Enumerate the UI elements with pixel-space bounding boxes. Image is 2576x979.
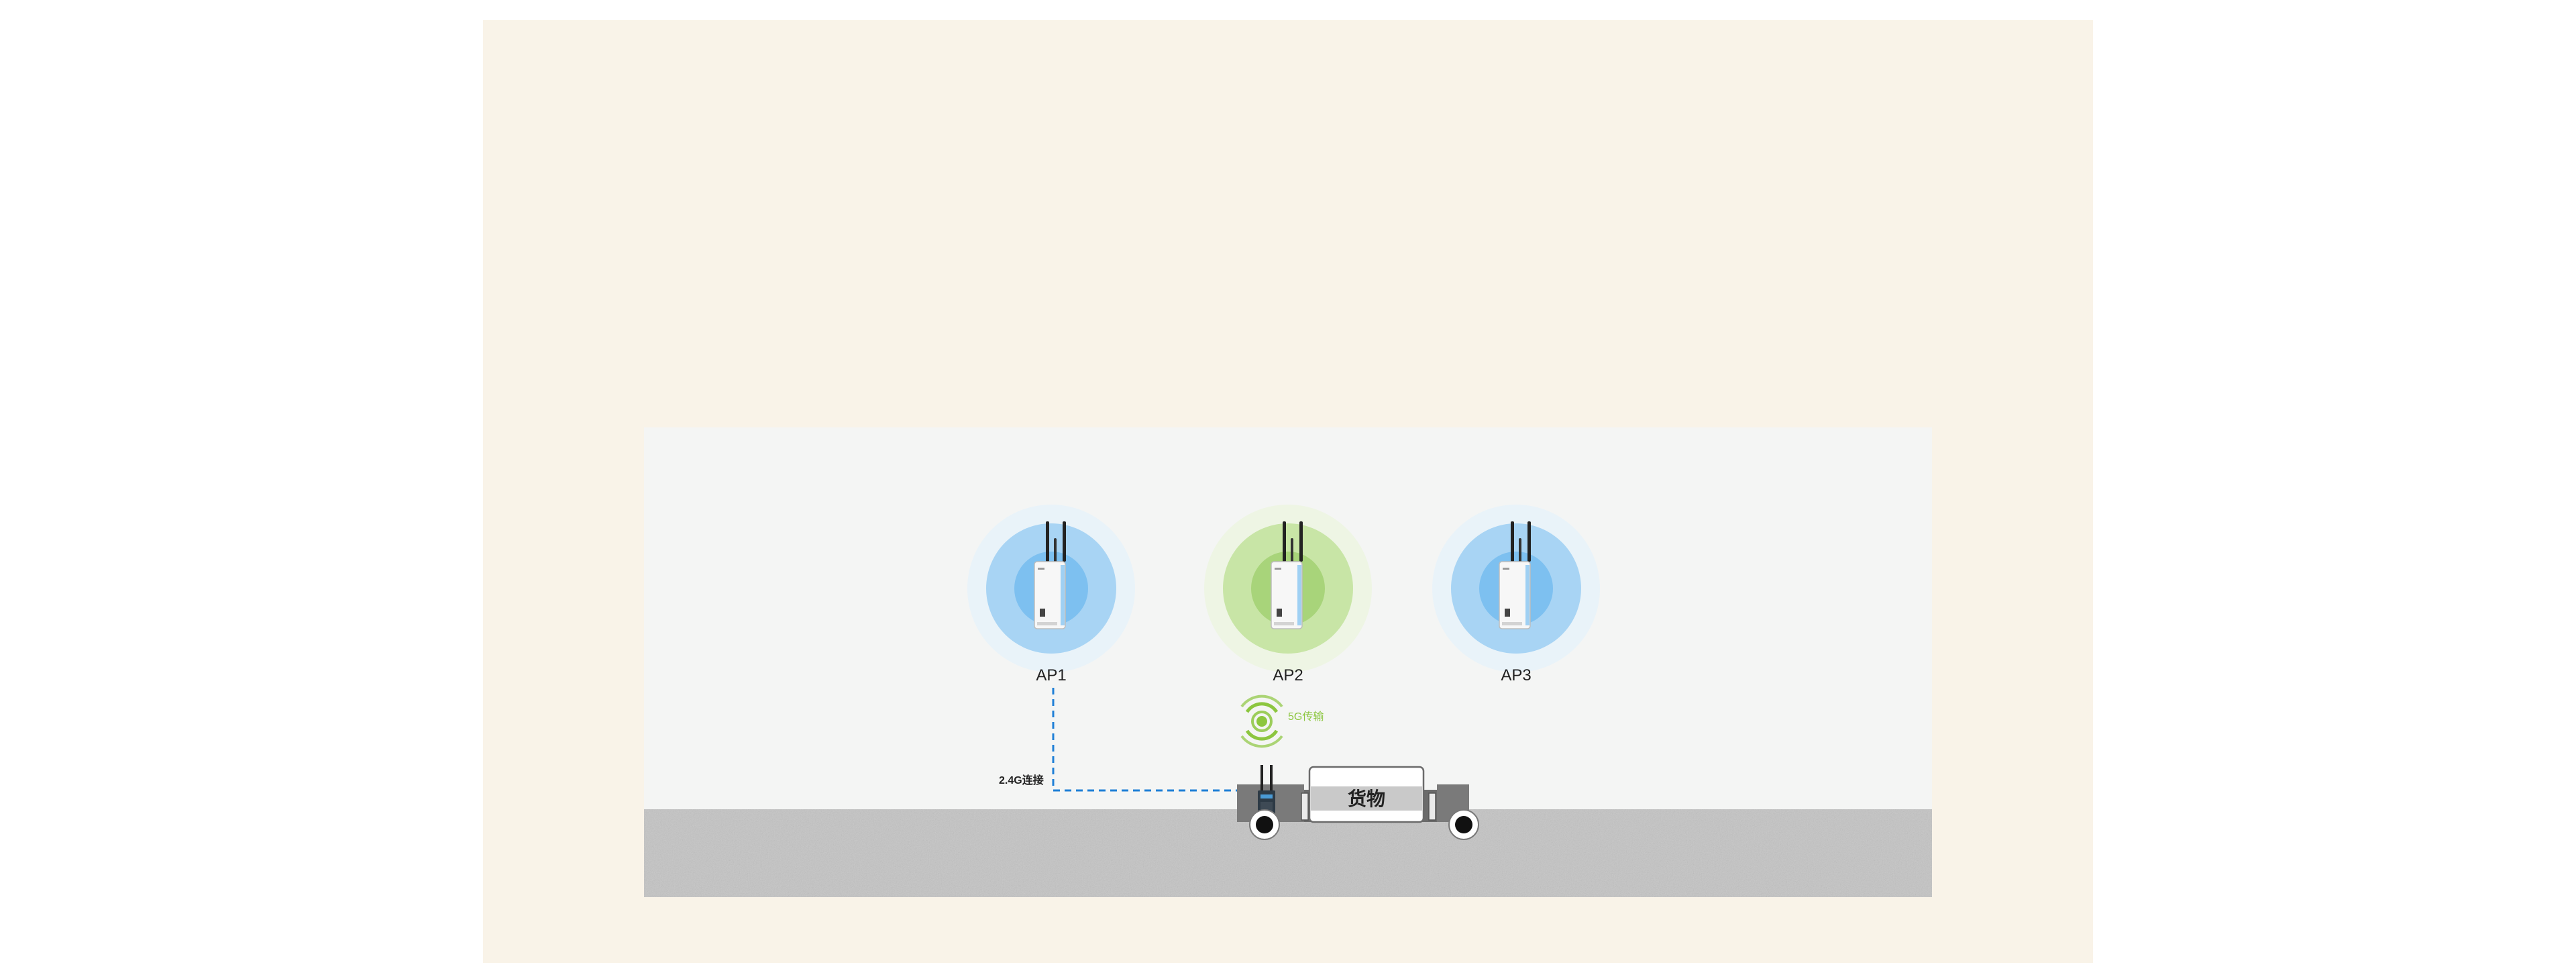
ap1-label: AP1 xyxy=(1036,666,1066,684)
ap3-node[interactable] xyxy=(1432,505,1600,672)
wheel-icon xyxy=(1448,809,1479,840)
wheel-icon xyxy=(1249,809,1280,840)
scene-canvas: AP1 AP2 AP3 2.4G连接 xyxy=(644,427,1932,897)
cargo-label: 货物 xyxy=(1348,788,1385,809)
link-5g-label: 5G传输 xyxy=(1288,711,1324,723)
link-2-4g-label: 2.4G连接 xyxy=(999,774,1044,786)
cargo-box xyxy=(1308,766,1425,823)
ap3-label: AP3 xyxy=(1501,666,1531,684)
ap2-label: AP2 xyxy=(1273,666,1303,684)
wifi-signal-icon xyxy=(1240,694,1283,748)
ap2-node[interactable] xyxy=(1204,505,1372,672)
agv-network-scene: AP1 AP2 AP3 2.4G连接 xyxy=(644,427,1932,897)
ap1-node[interactable] xyxy=(967,505,1135,672)
agv-vehicle[interactable]: 货物 xyxy=(1237,765,1479,840)
ground xyxy=(644,809,1932,897)
link-2-4g-dashed xyxy=(1052,688,1240,792)
